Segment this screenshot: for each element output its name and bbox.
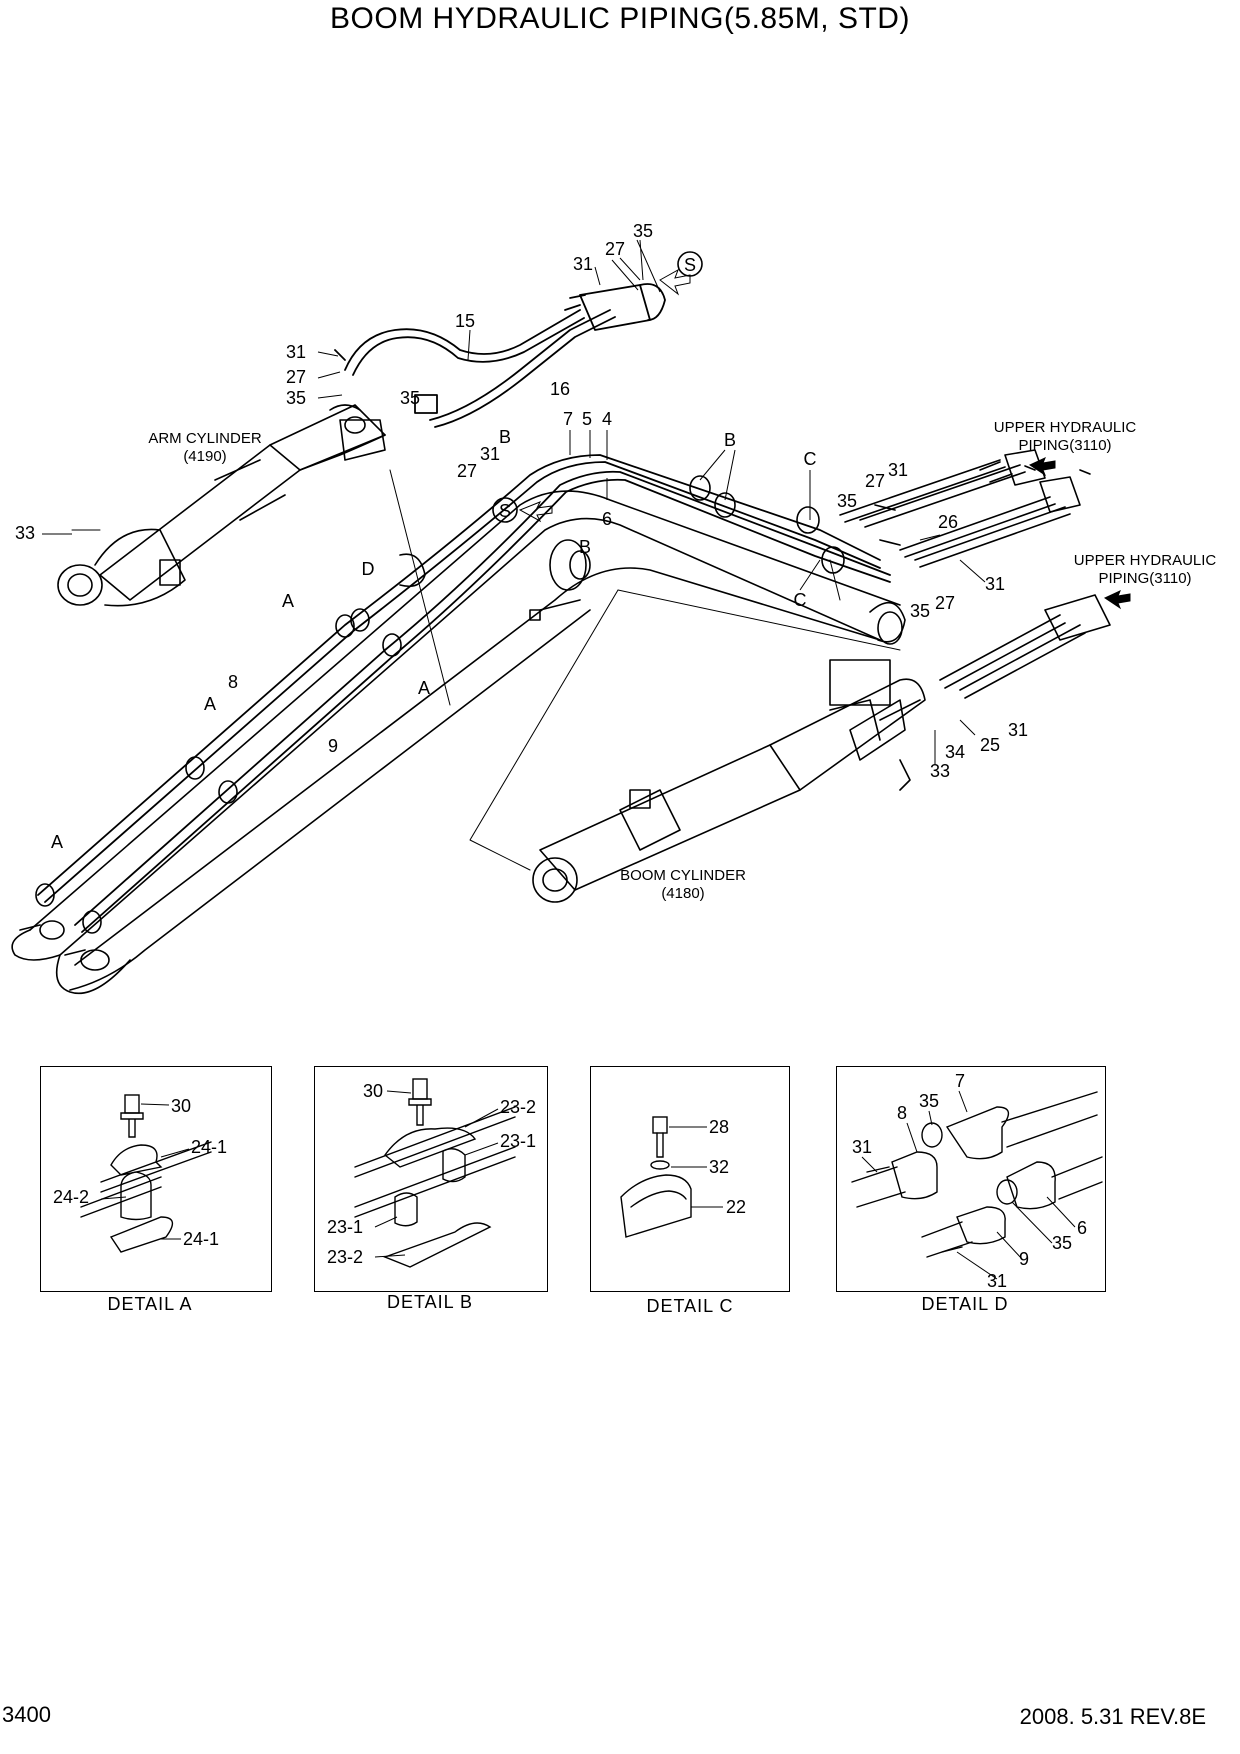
boom-cylinder-label: BOOM CYLINDER [620, 867, 746, 884]
callout-16: 16 [550, 379, 570, 399]
detail-b-label-23-1: 23-1 [327, 1217, 363, 1237]
callout-9: 9 [328, 736, 338, 756]
callout-31: 31 [985, 574, 1005, 594]
detail-a-drawing: 30 24-1 24-2 24-1 [53, 1094, 227, 1253]
callout-b: B [499, 427, 511, 447]
detail-d-label-35: 35 [1052, 1233, 1072, 1253]
direction-arrows [518, 268, 1131, 610]
detail-c-drawing: 28 32 22 [620, 1116, 746, 1238]
leader-lines [71, 469, 901, 871]
callout-35: 35 [910, 601, 930, 621]
detail-c-label-28: 28 [709, 1117, 729, 1137]
callout-4: 4 [602, 409, 612, 429]
detail-a-label-30: 30 [171, 1096, 191, 1116]
arm-cylinder-code: (4190) [183, 448, 226, 465]
callout-35: 35 [400, 388, 420, 408]
detail-a-box: 30 24-1 24-2 24-1 [40, 1066, 272, 1292]
callout-27: 27 [457, 461, 477, 481]
upper-hoses [839, 449, 1111, 699]
detail-d-label-7: 7 [955, 1071, 965, 1091]
detail-d-label-35: 35 [919, 1091, 939, 1111]
detail-d-label-31: 31 [852, 1137, 872, 1157]
boom-pipes [37, 454, 891, 933]
detail-d-label-9: 9 [1019, 1249, 1029, 1269]
callout-a: A [418, 678, 430, 698]
detail-b-label-23-1: 23-1 [500, 1131, 536, 1151]
revision-date: 2008. 5.31 REV.8E [1019, 1704, 1206, 1729]
arm-cylinder [57, 404, 386, 607]
callout-6: 6 [602, 509, 612, 529]
callout-31: 31 [286, 342, 306, 362]
pipe-clamps [19, 475, 845, 956]
callout-8: 8 [228, 672, 238, 692]
callout-b: B [579, 537, 591, 557]
detail-d-title: DETAIL D [921, 1294, 1009, 1314]
detail-a-label-24-1: 24-1 [183, 1229, 219, 1249]
upper-piping-label-1b: PIPING(3110) [1018, 437, 1111, 454]
detail-b-label-23-2: 23-2 [327, 1247, 363, 1267]
boom-cylinder-code: (4180) [661, 885, 704, 902]
upper-piping-label-1a: UPPER HYDRAULIC [994, 419, 1137, 436]
detail-b-drawing: 30 23-2 23-1 23-1 23-2 [327, 1078, 536, 1268]
detail-b-label-23-2: 23-2 [500, 1097, 536, 1117]
callout-d: D [362, 559, 375, 579]
callout-27: 27 [286, 367, 306, 387]
arm-hoses [334, 283, 666, 428]
detail-c-label-22: 22 [726, 1197, 746, 1217]
callout-31: 31 [1008, 720, 1028, 740]
callout-c: C [804, 449, 817, 469]
detail-d-drawing: 7 8 35 31 6 35 9 31 [851, 1071, 1103, 1291]
callout-a: A [282, 591, 294, 611]
detail-c-title: DETAIL C [646, 1296, 734, 1316]
detail-b-label-30: 30 [363, 1081, 383, 1101]
callout-15: 15 [455, 311, 475, 331]
callout-27: 27 [865, 471, 885, 491]
upper-piping-label-2b: PIPING(3110) [1098, 570, 1191, 587]
section-marker-s-top: S [684, 255, 696, 275]
part-callouts: 35 27 31 15 16 31 27 35 35 31 27 33 B 7 … [15, 221, 1028, 852]
callout-33: 33 [930, 761, 950, 781]
detail-d-label-8: 8 [897, 1103, 907, 1123]
callout-35: 35 [633, 221, 653, 241]
page-number: 3400 [2, 1702, 51, 1727]
callout-a: A [204, 694, 216, 714]
page-title: BOOM HYDRAULIC PIPING(5.85M, STD) [330, 2, 910, 35]
detail-d-box: 7 8 35 31 6 35 9 31 [836, 1066, 1106, 1292]
callout-31: 31 [573, 254, 593, 274]
detail-b-box: 30 23-2 23-1 23-1 23-2 [314, 1066, 548, 1292]
section-marker-s-boom: S [499, 501, 511, 521]
callout-7: 7 [563, 409, 573, 429]
callout-33: 33 [15, 523, 35, 543]
callout-c: C [794, 590, 807, 610]
detail-a-label-24-1: 24-1 [191, 1137, 227, 1157]
callout-26: 26 [938, 512, 958, 532]
callout-31: 31 [480, 444, 500, 464]
detail-c-box: 28 32 22 [590, 1066, 790, 1292]
callout-35: 35 [837, 491, 857, 511]
upper-piping-label-2a: UPPER HYDRAULIC [1074, 552, 1217, 569]
callout-27: 27 [605, 239, 625, 259]
boom-structure [11, 490, 906, 994]
callout-25: 25 [980, 735, 1000, 755]
detail-a-label-24-2: 24-2 [53, 1187, 89, 1207]
callout-35: 35 [286, 388, 306, 408]
detail-a-title: DETAIL A [107, 1294, 193, 1314]
detail-d-label-6: 6 [1077, 1218, 1087, 1238]
callout-31: 31 [888, 460, 908, 480]
callout-34: 34 [945, 742, 965, 762]
boom-cylinder [532, 659, 926, 903]
callout-b: B [724, 430, 736, 450]
arm-cylinder-label: ARM CYLINDER [148, 430, 262, 447]
detail-b-title: DETAIL B [386, 1292, 474, 1312]
detail-c-label-32: 32 [709, 1157, 729, 1177]
callout-a: A [51, 832, 63, 852]
callout-27: 27 [935, 593, 955, 613]
callout-5: 5 [582, 409, 592, 429]
